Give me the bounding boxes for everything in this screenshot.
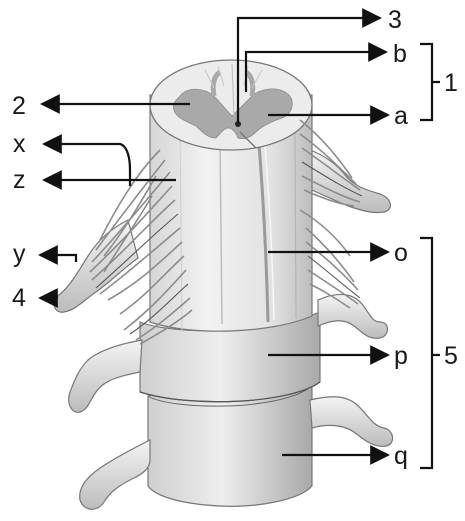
label-q: q [394, 442, 408, 470]
label-y: y [13, 240, 26, 268]
label-x: x [13, 130, 26, 158]
label-b: b [393, 40, 407, 68]
label-1: 1 [444, 69, 458, 97]
label-5: 5 [444, 342, 458, 370]
lower-left-nerve [80, 440, 150, 509]
label-2: 2 [12, 92, 26, 120]
brackets [420, 44, 440, 468]
label-o: o [394, 239, 408, 267]
outer-membrane-q [148, 386, 312, 506]
label-4: 4 [12, 284, 26, 312]
middle-left-nerve [69, 340, 142, 412]
label-p: p [394, 342, 408, 370]
label-3: 3 [388, 6, 402, 34]
lower-right-nerve [310, 397, 393, 447]
bracket-1 [420, 44, 440, 120]
bracket-5 [420, 238, 440, 468]
dorsal-root-ganglion-right [308, 150, 390, 213]
label-a: a [394, 102, 408, 130]
label-z: z [13, 166, 26, 194]
leader-y [40, 255, 76, 262]
